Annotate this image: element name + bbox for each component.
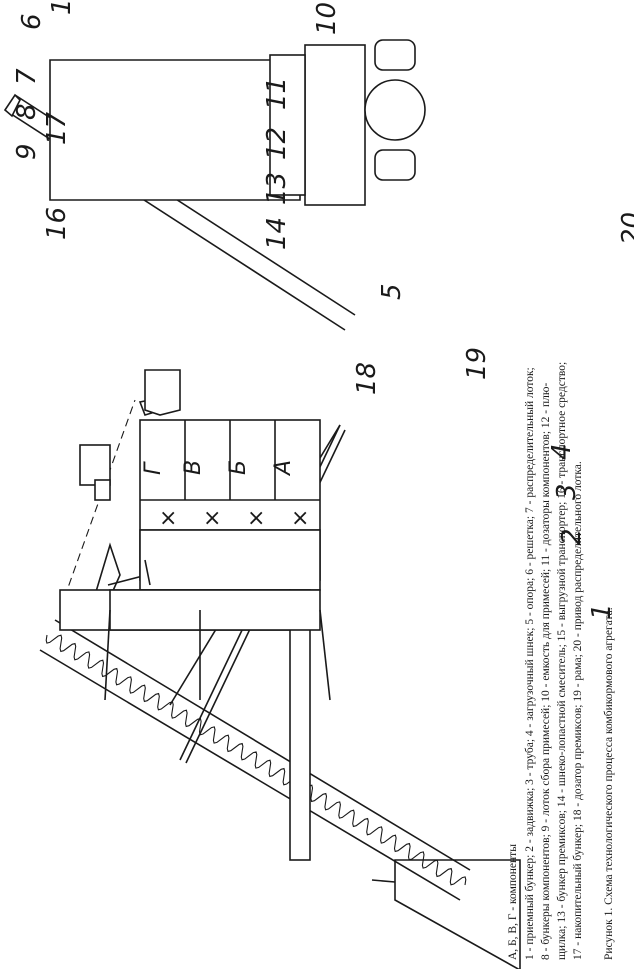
legend-line-1: 1 - приемный бункер; 2 - задвижка; 3 - т… <box>524 367 536 960</box>
frame <box>104 589 331 701</box>
callout-13: 13 <box>262 172 292 205</box>
caption: А, Б, В, Г - компоненты 1 - приемный бун… <box>507 362 615 960</box>
callout-20: 20 <box>617 212 634 245</box>
callouts: 1 2 3 4 5 6 7 8 9 10 11 12 13 14 15 16 1… <box>12 0 634 620</box>
callout-4: 4 <box>547 443 577 460</box>
legend-line-4: 17 - накопительный бункер; 18 - дозатор … <box>572 461 584 960</box>
callout-9: 9 <box>12 143 42 160</box>
callout-17: 17 <box>42 111 72 145</box>
drive <box>144 559 151 586</box>
callout-2: 2 <box>557 528 587 545</box>
compartment-label-b: Б <box>226 460 251 475</box>
callout-11: 11 <box>262 77 292 110</box>
grid <box>59 399 136 611</box>
premix-doser <box>94 479 111 501</box>
figure-title: Рисунок 1. Схема технологического процес… <box>603 607 615 960</box>
compartment-label-a: А <box>271 460 296 477</box>
gate <box>371 879 396 883</box>
callout-1: 1 <box>587 603 617 620</box>
components-note: А, Б, В, Г - компоненты <box>507 844 519 960</box>
callout-16: 16 <box>42 207 72 240</box>
premix-hopper <box>79 444 111 486</box>
doser-mark: × <box>291 506 309 531</box>
legend-line-2: 8 - бункеры компонентов; 9 - лоток сбора… <box>540 383 552 960</box>
callout-7: 7 <box>12 68 42 85</box>
loading-auger <box>39 619 471 901</box>
compartment-label-v: В <box>181 460 206 475</box>
callout-12: 12 <box>262 127 292 160</box>
callout-15: 15 <box>47 0 77 15</box>
doser-mark: × <box>247 506 265 531</box>
callout-8: 8 <box>12 103 42 120</box>
machine-drawing: А Б В Г × × × × <box>3 39 521 969</box>
receiving-hopper <box>394 859 521 969</box>
flattener <box>139 529 321 591</box>
callout-10: 10 <box>312 2 342 35</box>
callout-19: 19 <box>462 347 492 380</box>
doser-mark: × <box>203 506 221 531</box>
transport-vehicle <box>269 39 426 206</box>
compartment-label-g: Г <box>141 461 166 475</box>
callout-3: 3 <box>552 483 582 500</box>
callout-18: 18 <box>352 362 382 395</box>
legend-line-3: щилка; 13 - бункер премиксов; 14 - шнеко… <box>556 362 568 960</box>
doser-mark: × <box>159 506 177 531</box>
callout-5: 5 <box>377 283 407 300</box>
callout-6: 6 <box>17 13 47 30</box>
callout-14: 14 <box>262 217 292 250</box>
impurity-container <box>144 369 181 416</box>
